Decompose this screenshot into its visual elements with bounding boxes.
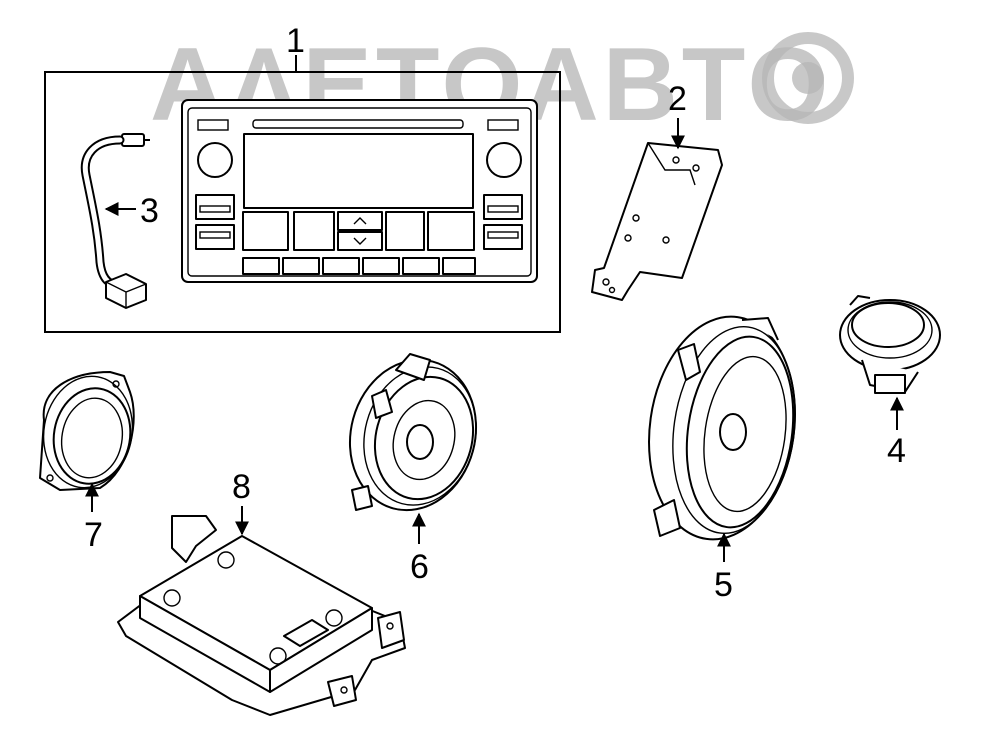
- callout-6: 6: [410, 512, 429, 586]
- callout-number-3: 3: [140, 192, 159, 230]
- part-7-small-speaker: [39, 371, 135, 491]
- callout-number-2: 2: [668, 80, 687, 118]
- head-unit: [181, 99, 538, 283]
- part-2-bracket: [591, 142, 723, 301]
- part-8-amplifier: [117, 515, 406, 716]
- part-5-large-speaker: [648, 315, 796, 541]
- callout-5: 5: [714, 532, 733, 604]
- part-3-antenna-cable: [80, 133, 150, 309]
- part-6-medium-speaker: [348, 353, 478, 512]
- assembly-frame: [44, 71, 561, 333]
- callout-number-7: 7: [84, 516, 103, 554]
- callout-number-8: 8: [232, 468, 251, 506]
- callout-number-5: 5: [714, 566, 733, 604]
- callout-7: 7: [84, 482, 103, 554]
- callout-2: 2: [668, 80, 687, 150]
- callout-1: 1: [286, 22, 305, 60]
- callout-number-4: 4: [887, 432, 906, 470]
- callout-8: 8: [232, 468, 251, 536]
- callout-3: 3: [104, 192, 159, 230]
- callout-4: 4: [887, 396, 906, 470]
- part-4-tweeter: [839, 295, 941, 394]
- callout-number-1: 1: [286, 22, 305, 60]
- callout-number-6: 6: [410, 548, 429, 586]
- part-1-radio-assembly: [44, 55, 561, 333]
